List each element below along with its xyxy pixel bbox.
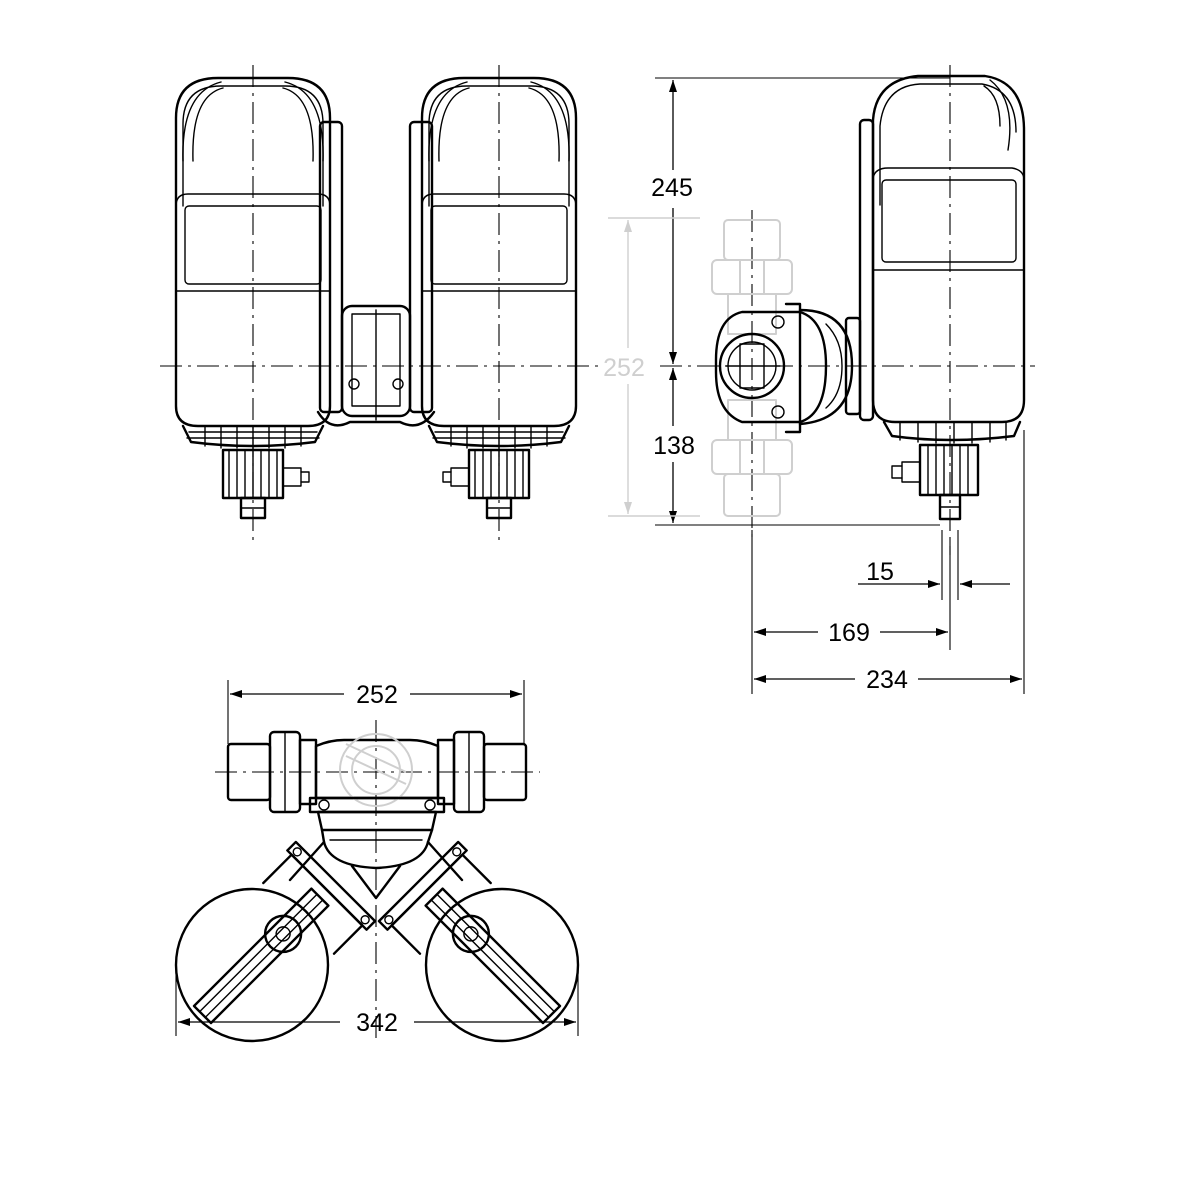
top-left-tank — [174, 840, 377, 1043]
top-ghost-handle — [339, 733, 413, 807]
dim-label-pipe-offset: 15 — [866, 558, 894, 586]
dim-label-total-width: 342 — [356, 1009, 398, 1037]
dimension-front-height: 245 138 — [651, 77, 950, 526]
dimension-top-total-width: 342 — [175, 965, 579, 1037]
front-right-tank — [420, 76, 578, 520]
dimension-side-ghost-height: 252 — [603, 217, 700, 517]
dim-label-depth-axis: 169 — [828, 619, 870, 647]
top-right-tank — [377, 840, 580, 1043]
side-view — [660, 65, 1035, 555]
top-view — [174, 720, 580, 1043]
dimension-side-depth: 15 169 234 — [751, 430, 1025, 694]
dimension-top-pipe-length: 252 — [227, 680, 525, 744]
side-ghost-pipe — [711, 219, 793, 517]
dim-label-depth-total: 234 — [866, 666, 908, 694]
top-manifold — [288, 796, 464, 900]
front-left-tank — [174, 76, 332, 520]
side-valve — [714, 302, 862, 434]
dim-label-lower-height: 138 — [653, 432, 695, 460]
dim-label-pipe-length: 252 — [356, 681, 398, 709]
dim-label-ghost-height: 252 — [603, 354, 645, 382]
side-tank — [858, 74, 1026, 521]
top-pipe — [226, 730, 528, 814]
dim-label-upper-height: 245 — [651, 174, 693, 202]
front-connecting-body — [316, 120, 436, 427]
front-view — [160, 65, 600, 545]
